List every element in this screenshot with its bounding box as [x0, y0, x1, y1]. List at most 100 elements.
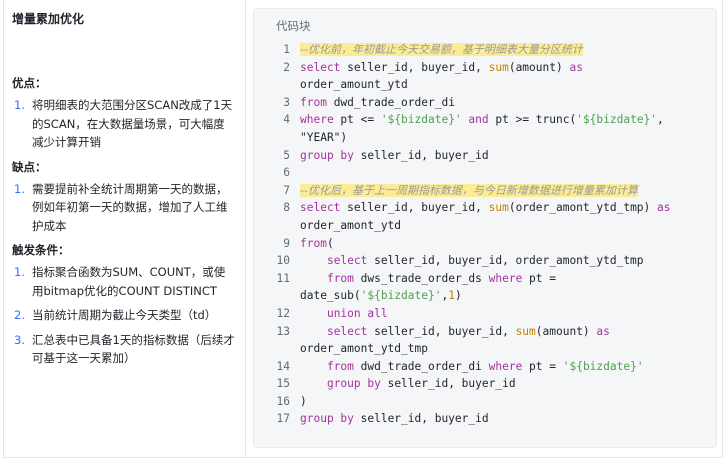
list-item: 1.指标聚合函数为SUM、COUNT，或使用bitmap优化的COUNT DIS…: [12, 263, 236, 300]
list-item-text: 将明细表的大范围分区SCAN改成了1天的SCAN，在大数据量场景，可大幅度减少计…: [32, 98, 233, 149]
code-token-token: dwd_trade_order_di: [326, 95, 455, 109]
code-text: union all: [300, 305, 684, 323]
code-token-token: [300, 307, 327, 320]
list-item-text: 需要提前补全统计周期第一天的数据，例如年初第一天的数据，增加了人工维护成本: [32, 181, 228, 233]
code-token-token: [300, 325, 327, 338]
function-token: sum: [488, 201, 509, 215]
keyword-token: select: [300, 201, 341, 215]
comment-token: --优化后，基于上一周期指标数据，与今日新增数据进行增量累加计算: [300, 183, 638, 197]
line-number: 15: [276, 377, 290, 391]
code-text: where pt <= '${bizdate}' and pt >= trunc…: [300, 111, 684, 146]
code-block-label: 代码块: [276, 19, 311, 33]
code-token-token: pt =: [522, 359, 563, 373]
line-number: 11: [276, 271, 290, 285]
code-token-token: (amount): [535, 324, 597, 338]
string-token: '${bizdate}': [576, 113, 658, 127]
code-token-token: [300, 254, 327, 267]
function-token: sum: [488, 60, 509, 74]
code-token-token: seller_id, buyer_id: [380, 377, 516, 391]
code-text: group by seller_id, buyer_id: [300, 147, 684, 165]
list-item: 1.需要提前补全统计周期第一天的数据，例如年初第一天的数据，增加了人工维护成本: [12, 180, 236, 236]
code-token-token: order_amount_ytd: [300, 60, 590, 92]
code-token-token: (amount): [508, 60, 570, 74]
code-line: 11 from dws_trade_order_ds where pt = da…: [254, 270, 714, 305]
line-number: 3: [283, 95, 290, 109]
keyword-token: select: [326, 254, 368, 268]
keyword-token: and: [468, 113, 489, 127]
line-number: 13: [276, 324, 290, 338]
code-token-token: seller_id, buyer_id: [353, 412, 489, 426]
code-token-token: ,: [441, 289, 449, 303]
code-line: 15 group by seller_id, buyer_id: [254, 375, 714, 393]
list-number: 2.: [14, 308, 25, 322]
list-item-text: 当前统计周期为截止今天类型（td）: [32, 308, 217, 322]
code-token-token: pt = date_sub(: [300, 271, 563, 303]
line-number: 14: [276, 359, 290, 373]
keyword-token: select: [300, 60, 341, 74]
code-token-token: seller_id, buyer_id,: [367, 324, 516, 338]
cons-list: 1.需要提前补全统计周期第一天的数据，例如年初第一天的数据，增加了人工维护成本: [12, 180, 236, 236]
code-text: ): [300, 393, 684, 411]
code-text: --优化后，基于上一周期指标数据，与今日新增数据进行增量累加计算: [300, 182, 684, 200]
code-line: 14 from dwd_trade_order_di where pt = '$…: [254, 358, 714, 376]
code-line: 4 where pt <= '${bizdate}' and pt >= trun…: [254, 111, 714, 146]
code-token-token: seller_id, buyer_id: [353, 148, 489, 162]
trigger-heading: 触发条件：: [12, 243, 70, 257]
code-line: 10 select seller_id, buyer_id, order_amo…: [254, 252, 714, 270]
list-number: 1.: [14, 98, 25, 112]
code-token-token: [300, 360, 327, 373]
code-text: from dwd_trade_order_di: [300, 94, 684, 112]
line-number: 4: [283, 113, 290, 127]
code-text: --优化前，年初截止今天交易额，基于明细表大量分区统计: [300, 41, 684, 59]
line-number: 6: [283, 166, 290, 180]
code-text: group by seller_id, buyer_id: [300, 375, 684, 393]
keyword-token: group by: [300, 148, 354, 162]
line-number: 10: [276, 254, 290, 268]
code-token-token: [300, 272, 327, 285]
keyword-token: union all: [326, 306, 388, 320]
code-line: 17 group by seller_id, buyer_id: [254, 410, 714, 428]
code-line: 12 union all: [254, 305, 714, 323]
code-token-token: ): [300, 394, 307, 408]
line-number: 9: [283, 236, 290, 250]
keyword-token: from: [300, 95, 327, 109]
keyword-token: as: [657, 201, 671, 215]
string-token: '${bizdate}': [360, 289, 442, 303]
keyword-token: where: [488, 359, 523, 373]
code-token-token: seller_id, buyer_id, order_amont_ytd_tmp: [367, 254, 644, 268]
line-number: 1: [283, 43, 290, 56]
code-token-token: , "YEAR"): [300, 113, 671, 144]
code-line: 3 from dwd_trade_order_di: [254, 94, 714, 112]
line-number: 17: [276, 412, 290, 426]
code-text: select seller_id, buyer_id, sum(amount) …: [300, 323, 684, 358]
code-token-token: dwd_trade_order_di: [353, 359, 489, 373]
code-line: 13 select seller_id, buyer_id, sum(amoun…: [254, 323, 714, 358]
keyword-token: from: [326, 271, 354, 285]
keyword-token: where: [300, 113, 334, 127]
keyword-token: group by: [326, 377, 381, 391]
code-token-token: pt <=: [333, 113, 381, 127]
cons-heading: 缺点：: [12, 159, 47, 174]
list-item-text: 指标聚合函数为SUM、COUNT，或使用bitmap优化的COUNT DISTI…: [32, 265, 226, 298]
string-token: '${bizdate}': [562, 359, 644, 373]
line-number: 16: [276, 394, 290, 408]
code-text: from(: [300, 235, 684, 253]
keyword-token: where: [488, 271, 523, 285]
code-line: 8 select seller_id, buyer_id, sum(order_a…: [254, 199, 714, 234]
list-item: 3.汇总表中已具备1天的指标数据（后续才可基于这一天累加）: [12, 331, 236, 368]
list-item: 2. 当前统计周期为截止今天类型（td）: [12, 306, 236, 325]
code-token-token: seller_id, buyer_id,: [340, 201, 489, 215]
comment-token: --优化前，年初截止今天交易额，基于明细表大量分区统计: [300, 43, 583, 56]
function-token: sum: [515, 324, 536, 338]
description-cell: 增量累加优化 优点： 1.将明细表的大范围分区SCAN改成了1天的SCAN，在大…: [3, 0, 246, 458]
line-number: 8: [283, 201, 290, 215]
content-table: [3, 0, 723, 458]
list-item-text: 汇总表中已具备1天的指标数据（后续才可基于这一天累加）: [32, 332, 235, 366]
pros-heading: 优点：: [12, 76, 47, 90]
code-text: select seller_id, buyer_id, sum(order_am…: [300, 199, 684, 234]
keyword-token: group by: [300, 412, 354, 426]
